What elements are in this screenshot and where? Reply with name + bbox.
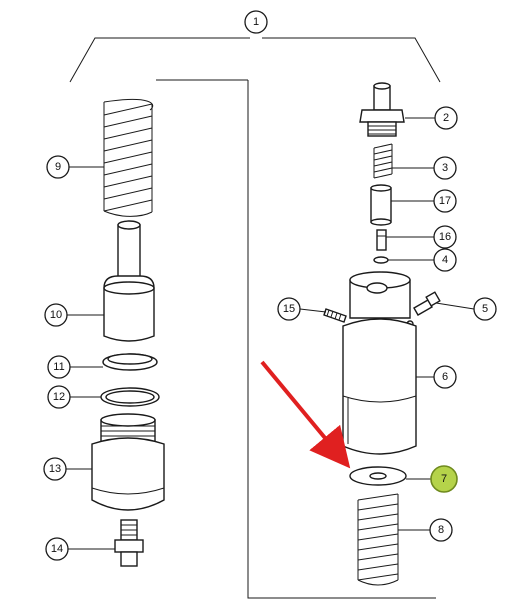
pin-part-16: [376, 229, 387, 251]
callout-7-highlighted: 7: [430, 465, 458, 493]
svg-text:9: 9: [55, 161, 61, 173]
red-indicator-arrow: [260, 360, 351, 469]
svg-text:16: 16: [439, 231, 451, 243]
screw-part-15: [323, 308, 347, 323]
svg-text:6: 6: [442, 371, 448, 383]
callout-6: 6: [433, 365, 457, 389]
svg-text:11: 11: [53, 361, 64, 373]
callout-11: 11: [47, 355, 71, 379]
callout-12: 12: [47, 385, 71, 409]
svg-text:17: 17: [439, 195, 451, 207]
svg-text:15: 15: [283, 303, 295, 315]
spring-part-3: [373, 143, 393, 179]
seal-part-12: [100, 387, 160, 407]
ring-part-11: [102, 353, 158, 371]
callout-9: 9: [46, 155, 70, 179]
callout-15: 15: [277, 297, 301, 321]
spring-part-8: [357, 493, 399, 586]
callout-10: 10: [44, 303, 68, 327]
svg-text:14: 14: [51, 543, 63, 555]
ring-part-4: [373, 256, 389, 264]
svg-text:2: 2: [443, 112, 449, 124]
assembly-frame-line: [156, 79, 436, 599]
callout-4: 4: [433, 248, 457, 272]
svg-text:8: 8: [438, 524, 444, 536]
callout-14: 14: [45, 537, 69, 561]
callout-3: 3: [433, 156, 457, 180]
fitting-part-14: [114, 519, 144, 567]
svg-text:1: 1: [253, 16, 259, 28]
svg-text:10: 10: [50, 309, 62, 321]
svg-text:3: 3: [442, 162, 448, 174]
callout-13: 13: [43, 457, 67, 481]
fitting-part-5: [413, 291, 441, 316]
body-part-13: [91, 413, 165, 511]
callout-16: 16: [433, 225, 457, 249]
leader-lines: [66, 117, 475, 550]
washer-part-7: [349, 466, 407, 486]
callout-17: 17: [433, 189, 457, 213]
svg-text:12: 12: [53, 391, 65, 403]
assembly-bracket: [69, 37, 441, 83]
valve-body-part-6: [342, 318, 417, 455]
callout-1: 1: [244, 10, 268, 34]
svg-text:5: 5: [482, 303, 488, 315]
callout-2: 2: [434, 106, 458, 130]
bushing-part-17: [370, 184, 392, 226]
svg-text:4: 4: [442, 254, 448, 266]
callout-8: 8: [429, 518, 453, 542]
svg-text:7: 7: [441, 473, 447, 485]
callout-5: 5: [473, 297, 497, 321]
fitting-part-2: [359, 82, 405, 137]
svg-text:13: 13: [49, 463, 61, 475]
spring-part-9: [103, 98, 154, 217]
plunger-part-10: [103, 220, 155, 342]
